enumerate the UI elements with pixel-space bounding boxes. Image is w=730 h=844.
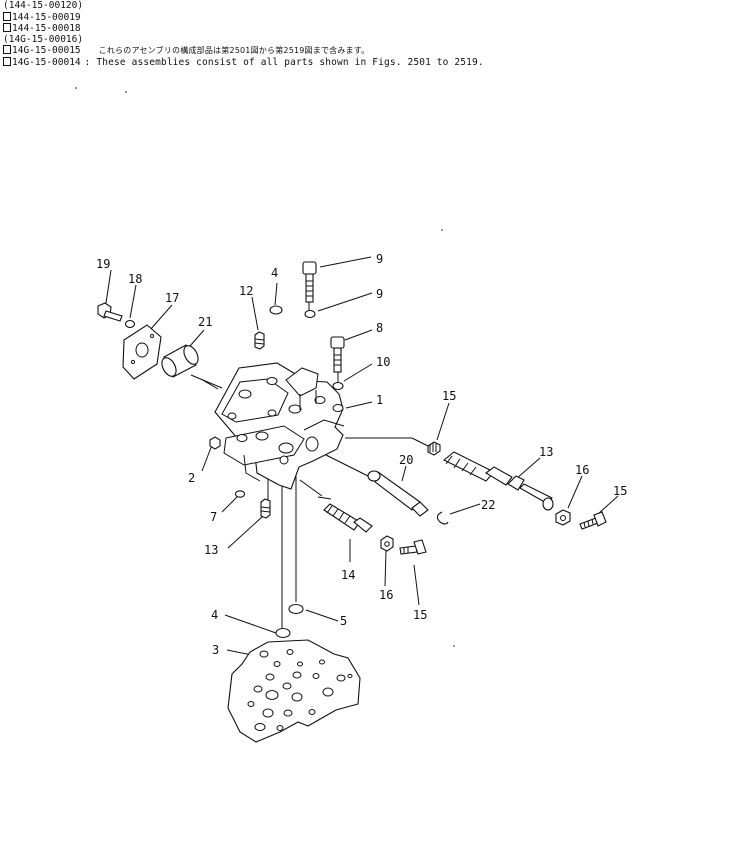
part-9-washer-2 (332, 381, 344, 391)
callout-19: 18 (128, 272, 142, 286)
part-9-washer (304, 309, 316, 319)
callout-16-right: 16 (575, 463, 589, 477)
callout-5: 5 (340, 614, 347, 628)
part-1-valve-body (214, 362, 345, 490)
part-11-plug (260, 498, 271, 519)
callout-11: 13 (204, 543, 218, 557)
part-8-bolt (302, 261, 317, 303)
callout-16-lower: 16 (379, 588, 393, 602)
callout-labels: 19 18 17 21 12 4 9 9 8 10 1 2 7 13 14 16… (96, 252, 627, 657)
part-12-spool (323, 503, 373, 533)
callout-9-top: 9 (376, 287, 383, 301)
callout-3: 3 (212, 643, 219, 657)
part-17-cover (122, 324, 162, 380)
callout-9-lower: 10 (376, 355, 390, 369)
part-15-screw-2 (399, 539, 427, 555)
header-line-6: 14G-15-00014: These assemblies consist o… (3, 56, 484, 69)
part-22-snap-ring (436, 511, 449, 525)
callout-6: 7 (210, 510, 217, 524)
part-16-nut-2 (380, 535, 394, 552)
callout-10: 12 (239, 284, 253, 298)
header-note-jp: これらのアセンブリの構成部品は第2501図から第2519図まで含みます。 (98, 46, 370, 56)
part-14-spring (427, 441, 441, 456)
part-3-plate (227, 639, 361, 743)
assembly-header: (144-15-00120) 144-15-00019 144-15-00018… (3, 0, 484, 69)
part-19-washer (124, 319, 136, 329)
header-line-4: (14G-15-00016) (3, 33, 84, 45)
leader-lines (105, 256, 619, 656)
part-10-plug (254, 331, 265, 350)
callout-17: 17 (165, 291, 179, 305)
header-note-en: : These assemblies consist of all parts … (84, 56, 484, 68)
header-line-1: (144-15-00120) (3, 0, 84, 11)
part-18-bolt (97, 302, 123, 322)
callout-12: 14 (341, 568, 355, 582)
callout-1: 1 (376, 393, 383, 407)
scan-specks (75, 87, 455, 647)
part-15-screw (579, 511, 607, 530)
checkbox-icon (3, 56, 11, 66)
part-20-sleeve (367, 470, 429, 517)
part-2-plug (209, 436, 221, 450)
callout-7: 8 (376, 321, 383, 335)
callout-4-lower: 4 (211, 608, 218, 622)
part-5-o-ring (288, 603, 304, 615)
callout-2: 2 (188, 471, 195, 485)
part-4-o-ring (269, 305, 283, 315)
part-7-bolt (330, 336, 345, 373)
header-line-3: 144-15-00018 (3, 23, 484, 35)
callout-22: 22 (481, 498, 495, 512)
header-line-2: 144-15-00019 (3, 11, 484, 24)
callout-8: 9 (376, 252, 383, 266)
part-4-o-ring-2 (275, 627, 291, 639)
checkbox-icon (3, 23, 11, 33)
part-16-nut (555, 509, 571, 526)
callout-4-top: 4 (271, 266, 278, 280)
part-21-sleeve (161, 344, 199, 378)
callout-14: 15 (442, 389, 456, 403)
callout-18: 19 (96, 257, 110, 271)
callout-21: 21 (198, 315, 212, 329)
callout-20: 20 (399, 453, 413, 467)
callout-15-lower: 15 (413, 608, 427, 622)
callout-13-label: 13 (539, 445, 553, 459)
callout-15-right-label: 15 (613, 484, 627, 498)
part-13-spool (442, 451, 554, 511)
checkbox-icon (3, 45, 11, 55)
part-6-o-ring (234, 490, 246, 498)
checkbox-icon (3, 11, 11, 21)
